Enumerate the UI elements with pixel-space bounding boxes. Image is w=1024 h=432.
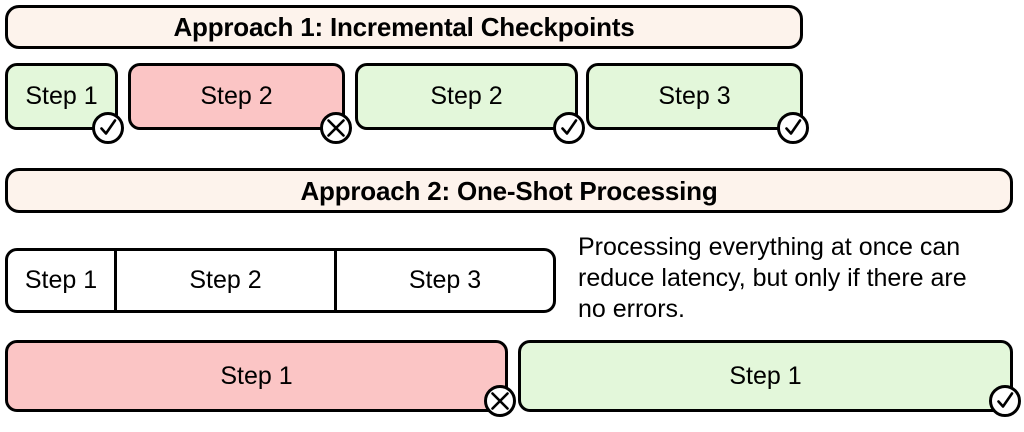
- cross-circle-icon: [484, 385, 516, 417]
- oneshot-segmented-box: Step 1 Step 2 Step 3: [5, 248, 556, 313]
- incremental-bar-2[interactable]: Step 2: [128, 63, 345, 130]
- oneshot-segment-1-label: Step 1: [24, 266, 98, 294]
- oneshot-bar-2[interactable]: Step 1: [518, 340, 1013, 412]
- check-circle-icon: [92, 112, 124, 144]
- approach-1-title-bar: Approach 1: Incremental Checkpoints: [5, 5, 803, 49]
- approach-2-title-label: Approach 2: One-Shot Processing: [300, 175, 718, 206]
- side-note-text: Processing everything at once can reduce…: [578, 233, 967, 323]
- oneshot-segment-2[interactable]: Step 2: [117, 251, 337, 310]
- check-circle-icon: [777, 112, 809, 144]
- oneshot-segment-2-label: Step 2: [189, 266, 262, 294]
- incremental-bar-3[interactable]: Step 2: [355, 63, 578, 130]
- oneshot-segment-3-label: Step 3: [408, 266, 482, 294]
- incremental-bar-1[interactable]: Step 1: [5, 63, 118, 130]
- incremental-bar-2-label: Step 2: [200, 82, 273, 110]
- oneshot-bar-1-label: Step 1: [220, 361, 293, 390]
- cross-circle-icon: [320, 112, 352, 144]
- oneshot-segment-3[interactable]: Step 3: [337, 251, 553, 310]
- incremental-bar-1-label: Step 1: [25, 82, 98, 110]
- oneshot-bar-2-label: Step 1: [729, 361, 802, 390]
- incremental-bar-3-label: Step 2: [430, 82, 503, 110]
- incremental-bar-4[interactable]: Step 3: [586, 63, 803, 130]
- oneshot-segment-1[interactable]: Step 1: [8, 251, 117, 310]
- approach-2-title-bar: Approach 2: One-Shot Processing: [5, 168, 1013, 213]
- oneshot-bar-1[interactable]: Step 1: [5, 340, 508, 412]
- approach-1-title-label: Approach 1: Incremental Checkpoints: [173, 12, 635, 42]
- check-circle-icon: [989, 385, 1021, 417]
- incremental-bar-4-label: Step 3: [658, 82, 731, 110]
- check-circle-icon: [553, 112, 585, 144]
